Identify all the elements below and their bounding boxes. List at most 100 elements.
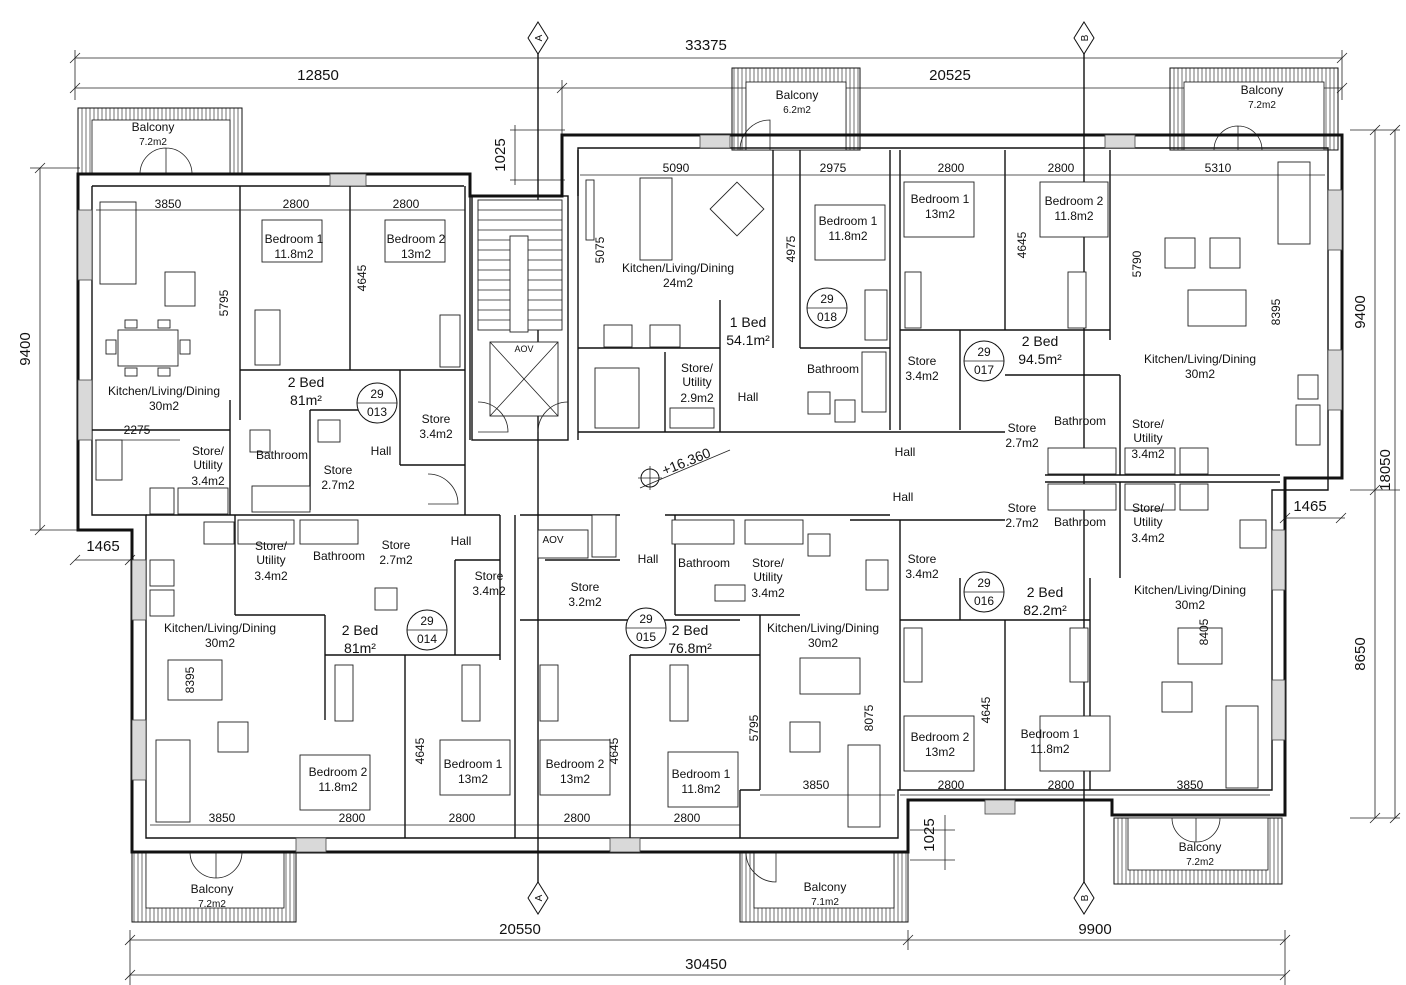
room-bed1-016-area: 11.8m2 <box>1030 742 1069 756</box>
aov-label-lower: AOV <box>542 535 563 546</box>
balcony-016 <box>1113 817 1283 885</box>
room-bed2-013-area: 13m2 <box>401 247 431 261</box>
unit-number-017: 29 <box>977 345 991 359</box>
unit-016: Hall Store 2.7m2 Bathroom Store/Utility … <box>893 490 1246 759</box>
room-bed2-014-area: 11.8m2 <box>318 780 357 794</box>
room-kitchen-018: Kitchen/Living/Dining <box>622 261 734 275</box>
room-kitchen-014: Kitchen/Living/Dining <box>164 621 276 635</box>
roomdim-015-kitchen-h2: 8075 <box>862 704 876 731</box>
roomdim-017-bed2-w: 2800 <box>1048 161 1075 175</box>
svg-text:A: A <box>534 894 545 901</box>
dim-right-upper: 9400 <box>1352 295 1369 328</box>
unit-code-014: 014 <box>417 632 437 646</box>
balcony-label-6: Balcony <box>1179 840 1222 854</box>
dim-right-offset: 1465 <box>1293 498 1326 515</box>
balcony-014 <box>131 851 297 923</box>
room-bathroom-016: Bathroom <box>1054 515 1106 529</box>
room-store2-016-area: 2.7m2 <box>1005 516 1039 530</box>
roomdim-017-bed-h: 4645 <box>1015 231 1029 258</box>
unit-code-015: 015 <box>636 630 656 644</box>
room-store-014-area: 2.7m2 <box>379 553 413 567</box>
room-utility-018: Store/Utility <box>681 361 714 389</box>
room-utility-014: Store/Utility <box>255 539 288 567</box>
room-kitchen-016: Kitchen/Living/Dining <box>1134 583 1246 597</box>
room-bed1-018: Bedroom 1 <box>819 214 878 228</box>
outer-walls <box>76 133 1344 854</box>
roomdim-014-kitchen-h: 8395 <box>183 666 197 693</box>
room-hall-018: Hall <box>738 390 759 404</box>
unit-type-017: 2 Bed <box>1022 333 1059 349</box>
svg-text:A: A <box>534 34 545 41</box>
room-bathroom-013: Bathroom <box>256 448 308 462</box>
roomdim-013-bed-h: 4645 <box>355 264 369 291</box>
room-bathroom-018: Bathroom <box>807 362 859 376</box>
balcony-area-5: 7.1m2 <box>811 897 839 908</box>
unit-type-015: 2 Bed <box>672 622 709 638</box>
room-store-017: Store <box>908 354 937 368</box>
dim-top-left: 12850 <box>297 67 339 84</box>
unit-code-016: 016 <box>974 594 994 608</box>
dim-right-total: 18050 <box>1377 449 1394 491</box>
room-hall-015: Hall <box>638 552 659 566</box>
room-utility-013-area: 3.4m2 <box>191 474 225 488</box>
unit-area-014: 81m² <box>344 640 376 656</box>
roomdim-013-bed2-w: 2800 <box>393 197 420 211</box>
roomdim-013-kitchen-w: 3850 <box>155 197 182 211</box>
unit-area-013: 81m² <box>290 392 322 408</box>
roomdim-016-bed2-w: 2800 <box>938 778 965 792</box>
roomdim-016-kitchen-h: 8405 <box>1197 618 1211 645</box>
dimension-lines <box>30 50 1401 985</box>
balcony-label-3: Balcony <box>1241 83 1284 97</box>
room-store-016: Store <box>908 552 937 566</box>
room-bed2-014: Bedroom 2 <box>309 765 368 779</box>
roomdim-016-bed-h: 4645 <box>979 696 993 723</box>
room-kitchen-013: Kitchen/Living/Dining <box>108 384 220 398</box>
roomdim-018-bed-h: 4975 <box>784 235 798 262</box>
room-store-013-area: 3.4m2 <box>419 427 453 441</box>
furniture <box>95 161 1321 828</box>
room-bathroom-014: Bathroom <box>313 549 365 563</box>
room-store-016-area: 3.4m2 <box>905 567 939 581</box>
balcony-label-2: Balcony <box>776 88 819 102</box>
room-bed2-017-area: 11.8m2 <box>1054 209 1093 223</box>
dim-top-right: 20525 <box>929 67 971 84</box>
room-kitchen-015: Kitchen/Living/Dining <box>767 621 879 635</box>
roomdim-016-bed1-w: 2800 <box>1048 778 1075 792</box>
unit-type-013: 2 Bed <box>288 374 325 390</box>
balcony-area-1: 7.2m2 <box>139 137 167 148</box>
unit-018: Kitchen/Living/Dining 24m2 Bedroom 1 11.… <box>622 214 878 405</box>
roomdim-014-bed-h: 4645 <box>413 737 427 764</box>
room-hall-017: Hall <box>895 445 916 459</box>
room-kitchen-016-area: 30m2 <box>1175 598 1205 612</box>
level-label: +16.360 <box>659 444 712 478</box>
balcony-015 <box>739 851 909 923</box>
room-bed1-016: Bedroom 1 <box>1021 727 1080 741</box>
room-bed2-015: Bedroom 2 <box>546 757 605 771</box>
room-store-015-area: 3.2m2 <box>568 595 602 609</box>
unit-number-015: 29 <box>639 612 653 626</box>
room-bed1-014-area: 13m2 <box>458 772 488 786</box>
dim-bottom-total: 30450 <box>685 956 727 973</box>
roomdim-014-bed2-w: 2800 <box>339 811 366 825</box>
dim-left-height: 9400 <box>17 332 34 365</box>
room-dimension-lines <box>95 174 1325 826</box>
dim-bottom-left: 20550 <box>499 921 541 938</box>
room-store-013: Store <box>422 412 451 426</box>
unit-area-015: 76.8m² <box>668 640 712 656</box>
unit-013: Kitchen/Living/Dining 30m2 Bedroom 1 11.… <box>108 232 453 492</box>
room-store-015: Store <box>571 580 600 594</box>
svg-text:B: B <box>1080 894 1091 901</box>
svg-text:B: B <box>1080 34 1091 41</box>
balcony-area-2: 6.2m2 <box>783 105 811 116</box>
room-bed2-016-area: 13m2 <box>925 745 955 759</box>
dim-core-bottom: 1025 <box>921 818 938 851</box>
room-utility-015-area: 3.4m2 <box>751 586 785 600</box>
roomdim-017-kitchen-h1: 5790 <box>1130 250 1144 277</box>
balcony-area-4: 7.2m2 <box>198 899 226 910</box>
unit-area-016: 82.2m² <box>1023 602 1067 618</box>
room-utility-015: Store/Utility <box>752 556 785 584</box>
room-utility-016: Store/Utility <box>1132 501 1165 529</box>
room-bathroom-015: Bathroom <box>678 556 730 570</box>
stair-core <box>427 195 617 559</box>
balcony-area-6: 7.2m2 <box>1186 857 1214 868</box>
